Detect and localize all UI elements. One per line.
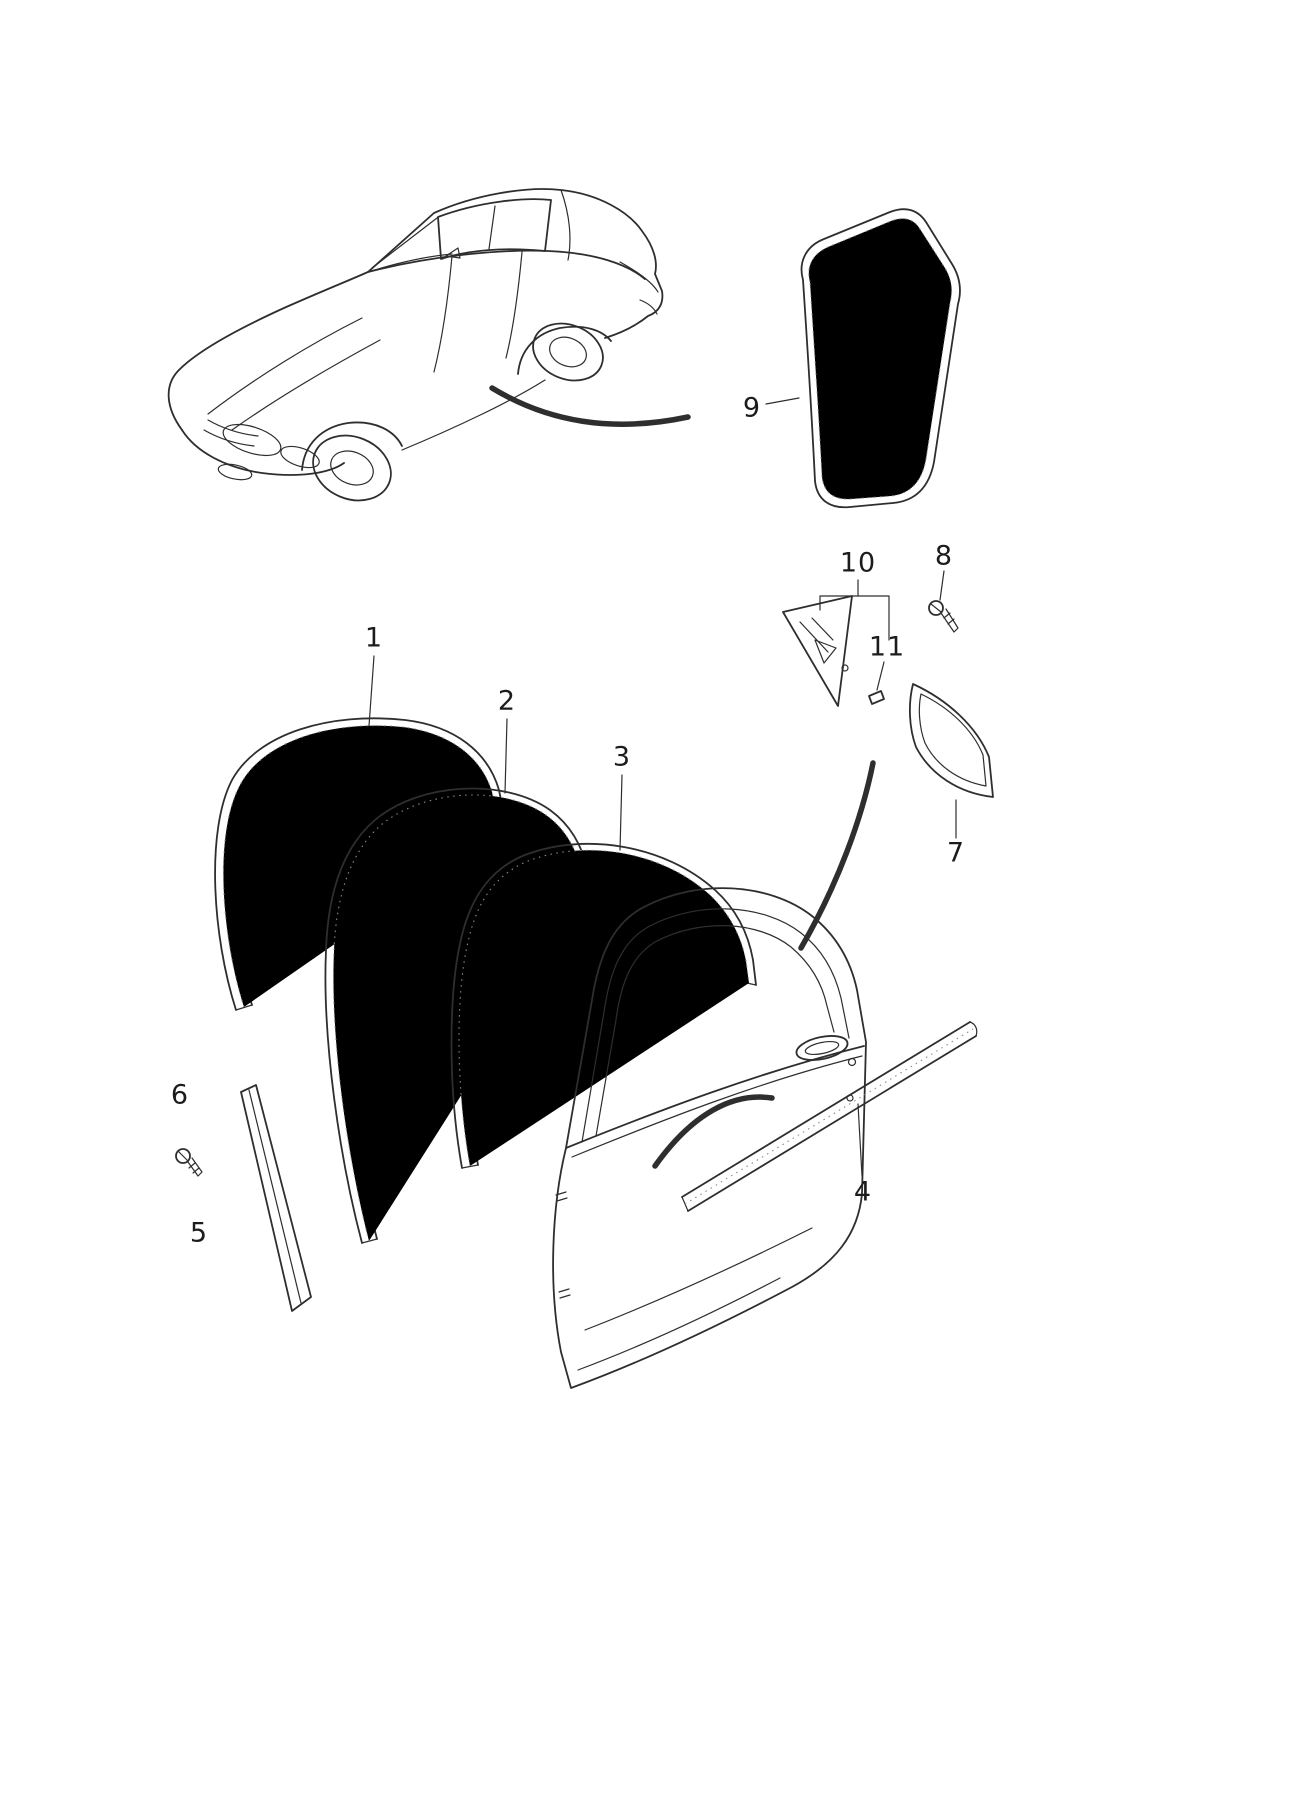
callout-6: 6	[170, 1079, 190, 1111]
leader-line-6	[181, 1112, 183, 1144]
clip-part11	[868, 690, 885, 705]
callout-7: 7	[946, 837, 966, 869]
leader-line-2	[504, 718, 508, 794]
locator-swoosh-door	[652, 1094, 775, 1169]
callout-9: 9	[742, 392, 762, 424]
car-side-windows	[437, 198, 552, 260]
callout-5: 5	[189, 1217, 209, 1249]
callout-4: 4	[853, 1176, 873, 1208]
car-beltline	[367, 249, 646, 280]
leader-line-9	[765, 397, 800, 405]
callout-8: 8	[934, 540, 954, 572]
screw-part8	[928, 570, 959, 633]
rear-door-panel-drawing	[552, 760, 876, 1389]
callout-11: 11	[868, 631, 906, 663]
leader-line-8	[939, 570, 945, 601]
car-overview-drawing	[167, 188, 691, 502]
screw-part6	[175, 1112, 203, 1177]
callout-10: 10	[839, 547, 877, 579]
locator-swoosh-car	[489, 385, 691, 427]
leader-line-5	[215, 1221, 266, 1229]
door-hinge-marks	[555, 1191, 571, 1299]
leader-line-11	[876, 661, 885, 691]
car-front-bumper	[181, 429, 345, 476]
leader-line-4	[857, 1103, 863, 1177]
door-handle	[795, 1035, 857, 1067]
car-front-wheel	[312, 434, 392, 502]
door-outline	[552, 887, 867, 1389]
leader-line-3	[619, 774, 623, 851]
leader-line-1	[368, 655, 375, 727]
locator-swoosh-quarter	[798, 760, 876, 951]
car-headlight	[222, 423, 282, 457]
car-rear-wheel	[532, 322, 604, 382]
callout-2: 2	[497, 685, 517, 717]
quarter-glass-part7	[908, 683, 994, 839]
mirror-sail-cover-part10	[782, 579, 998, 707]
callout-3: 3	[612, 741, 632, 773]
belt-molding-part4	[681, 1021, 978, 1212]
pillar-trim-part5	[215, 1084, 312, 1312]
car-body-outline	[167, 188, 664, 431]
car-side-mirror	[445, 247, 461, 259]
door-opening-seal-part9	[765, 208, 961, 509]
bracket-10	[819, 579, 890, 641]
callout-1: 1	[364, 622, 384, 654]
